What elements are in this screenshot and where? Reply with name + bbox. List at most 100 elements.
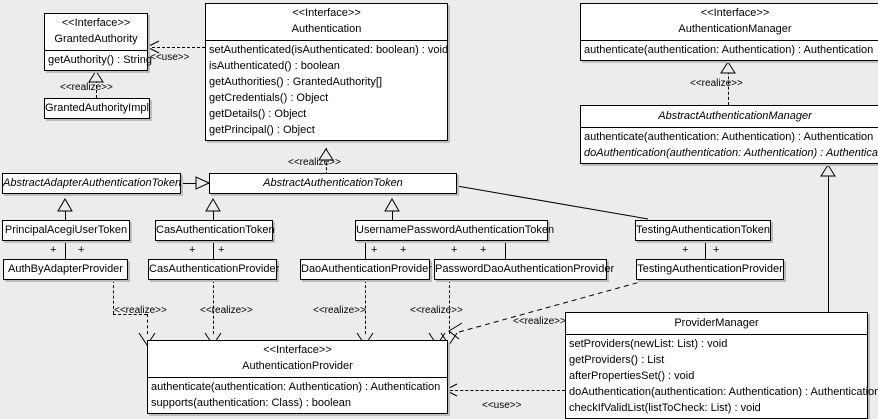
operation: authenticate(authentication: Authenticat… xyxy=(584,131,874,143)
stereotype-label: <<Interface>> xyxy=(292,7,361,19)
connector-abstractauthtoken-realize xyxy=(326,148,327,175)
class-dao-authentication-provider[interactable]: DaoAuthenticationProvider xyxy=(300,259,432,280)
operation: setAuthenticated(isAuthenticated: boolea… xyxy=(209,44,449,56)
operation: authenticate(authentication: Authenticat… xyxy=(584,44,874,56)
compartment-divider xyxy=(148,377,447,378)
connector-adaptertoken-to-abstracttoken xyxy=(181,183,209,184)
operation: supports(authentication: Class) : boolea… xyxy=(151,397,351,409)
multiplicity-plus: + xyxy=(713,244,720,256)
label-realize-testingprovider: <<realize>> xyxy=(513,316,566,327)
class-name: AuthenticationProvider xyxy=(242,360,353,372)
connector-pwddaoprovider-realize xyxy=(449,280,450,334)
class-password-dao-authentication-provider[interactable]: PasswordDaoAuthenticationProvider xyxy=(434,259,614,280)
class-abstract-authentication-manager[interactable]: AbstractAuthenticationManager authentica… xyxy=(580,105,878,164)
class-name: GrantedAuthorityImpl xyxy=(45,102,149,114)
multiplicity-plus: + xyxy=(371,244,378,256)
class-name: AbstractAuthenticationToken xyxy=(263,177,403,189)
connector-abstractauthmanager-realize xyxy=(728,61,729,105)
multiplicity-plus: + xyxy=(189,244,196,256)
class-header: ProviderManager xyxy=(566,313,867,334)
operation: doAuthentication(authentication: Authent… xyxy=(569,386,878,398)
stereotype-label: <<Interface>> xyxy=(61,17,131,29)
compartment-divider xyxy=(45,50,147,51)
operation: getPrincipal() : Object xyxy=(209,124,315,136)
class-abstract-adapter-authentication-token[interactable]: AbstractAdapterAuthenticationToken xyxy=(2,173,181,194)
operations-compartment: authenticate(authentication: Authenticat… xyxy=(581,128,878,163)
label-realize-abstractauthmanager: <<realize>> xyxy=(690,78,743,89)
operation: setProviders(newList: List) : void xyxy=(569,338,728,350)
class-authentication[interactable]: <<Interface>> Authentication setAuthenti… xyxy=(205,3,448,141)
operations-compartment: setAuthenticated(isAuthenticated: boolea… xyxy=(206,41,449,140)
connector-providermanager-generalization xyxy=(828,174,829,312)
class-username-password-authentication-token[interactable]: UsernamePasswordAuthenticationToken xyxy=(355,220,554,241)
class-name: AuthenticationManager xyxy=(678,23,792,35)
class-header: <<Interface>> Authentication xyxy=(206,4,447,40)
connector-daoprovider-realize xyxy=(365,280,366,334)
multiplicity-plus: + xyxy=(480,244,487,256)
connector-casprovider-realize xyxy=(213,280,214,334)
connector-userpasstoken-to-daoprovider xyxy=(365,241,366,259)
operations-compartment: authenticate(authentication: Authenticat… xyxy=(581,41,878,60)
class-name: ProviderManager xyxy=(674,317,759,329)
class-name: TestingAuthenticationProvider xyxy=(637,263,783,275)
stereotype-label: <<Interface>> xyxy=(700,7,770,19)
operations-compartment: getAuthority() : String xyxy=(45,51,152,70)
operation: getAuthorities() : GrantedAuthority[] xyxy=(209,76,383,88)
label-use-providermanager: <<use>> xyxy=(482,400,522,411)
class-authentication-provider[interactable]: <<Interface>> AuthenticationProvider aut… xyxy=(147,340,448,414)
class-name: AuthByAdapterProvider xyxy=(8,263,123,275)
class-name: GrantedAuthority xyxy=(54,33,138,45)
connector-principaltoken-stem xyxy=(65,210,66,221)
class-name: UsernamePasswordAuthenticationToken xyxy=(356,224,555,236)
class-cas-authentication-provider[interactable]: CasAuthenticationProvider xyxy=(148,259,280,280)
class-auth-by-adapter-provider[interactable]: AuthByAdapterProvider xyxy=(3,259,128,280)
class-name: Authentication xyxy=(291,23,362,35)
operation: afterPropertiesSet() : void xyxy=(569,370,695,382)
operation: getDetails() : Object xyxy=(209,108,307,120)
connector-userpasstoken-to-pwddaoprovider xyxy=(505,241,506,259)
connector-authentication-use-grantedauthority xyxy=(147,47,205,48)
label-realize-daoprovider: <<realize>> xyxy=(313,305,366,316)
multiplicity-plus: + xyxy=(451,244,458,256)
connector-authbyadapter-realize-drop xyxy=(147,314,148,334)
class-name: CasAuthenticationProvider xyxy=(149,263,280,275)
class-principal-acegi-user-token[interactable]: PrincipalAcegiUserToken xyxy=(2,220,130,241)
label-realize-grantedauthority: <<realize>> xyxy=(60,82,113,93)
connector-authbyadapter-realize xyxy=(113,280,114,314)
operation: isAuthenticated() : boolean xyxy=(209,60,340,72)
connector-castoken-stem xyxy=(213,210,214,221)
class-name: CasAuthenticationToken xyxy=(156,224,275,236)
multiplicity-plus: + xyxy=(682,244,689,256)
connector-castoken-to-casprovider xyxy=(213,241,214,259)
operation: getCredentials() : Object xyxy=(209,92,329,104)
class-granted-authority-impl[interactable]: GrantedAuthorityImpl xyxy=(44,98,150,119)
operation: getProviders() : List xyxy=(569,354,665,366)
multiplicity-plus: + xyxy=(400,244,407,256)
label-use-authentication-grantedauthority: <<use>> xyxy=(150,52,190,63)
stereotype-label: <<Interface>> xyxy=(263,344,332,356)
label-realize-authbyadapter: <<realize>> xyxy=(114,305,167,316)
class-header: <<Interface>> GrantedAuthority xyxy=(45,14,147,50)
class-name: PasswordDaoAuthenticationProvider xyxy=(435,263,615,275)
class-cas-authentication-token[interactable]: CasAuthenticationToken xyxy=(155,220,275,241)
label-realize-pwddaoprovider: <<realize>> xyxy=(410,305,463,316)
class-abstract-authentication-token[interactable]: AbstractAuthenticationToken xyxy=(209,173,457,194)
class-testing-authentication-token[interactable]: TestingAuthenticationToken xyxy=(635,220,771,241)
connector-providermanager-use xyxy=(445,390,565,391)
operation: doAuthentication(authentication: Authent… xyxy=(584,147,878,159)
multiplicity-plus: + xyxy=(218,244,225,256)
label-realize-casprovider: <<realize>> xyxy=(200,305,253,316)
compartment-divider xyxy=(566,334,867,335)
class-name: PrincipalAcegiUserToken xyxy=(4,224,128,236)
class-header: AbstractAuthenticationManager xyxy=(581,106,878,127)
class-header: <<Interface>> AuthenticationManager xyxy=(581,4,878,40)
connector-authbyadapter-realize-bend xyxy=(113,314,147,315)
class-granted-authority[interactable]: <<Interface>> GrantedAuthority getAuthor… xyxy=(44,13,152,71)
class-authentication-manager[interactable]: <<Interface>> AuthenticationManager auth… xyxy=(580,3,878,61)
class-testing-authentication-provider[interactable]: TestingAuthenticationProvider xyxy=(636,259,784,280)
class-provider-manager[interactable]: ProviderManager setProviders(newList: Li… xyxy=(565,312,878,419)
connector-grantedauthorityimpl-realize xyxy=(96,70,97,98)
label-realize-abstractauthtoken: <<realize>> xyxy=(288,157,341,168)
class-name: TestingAuthenticationToken xyxy=(636,224,770,236)
